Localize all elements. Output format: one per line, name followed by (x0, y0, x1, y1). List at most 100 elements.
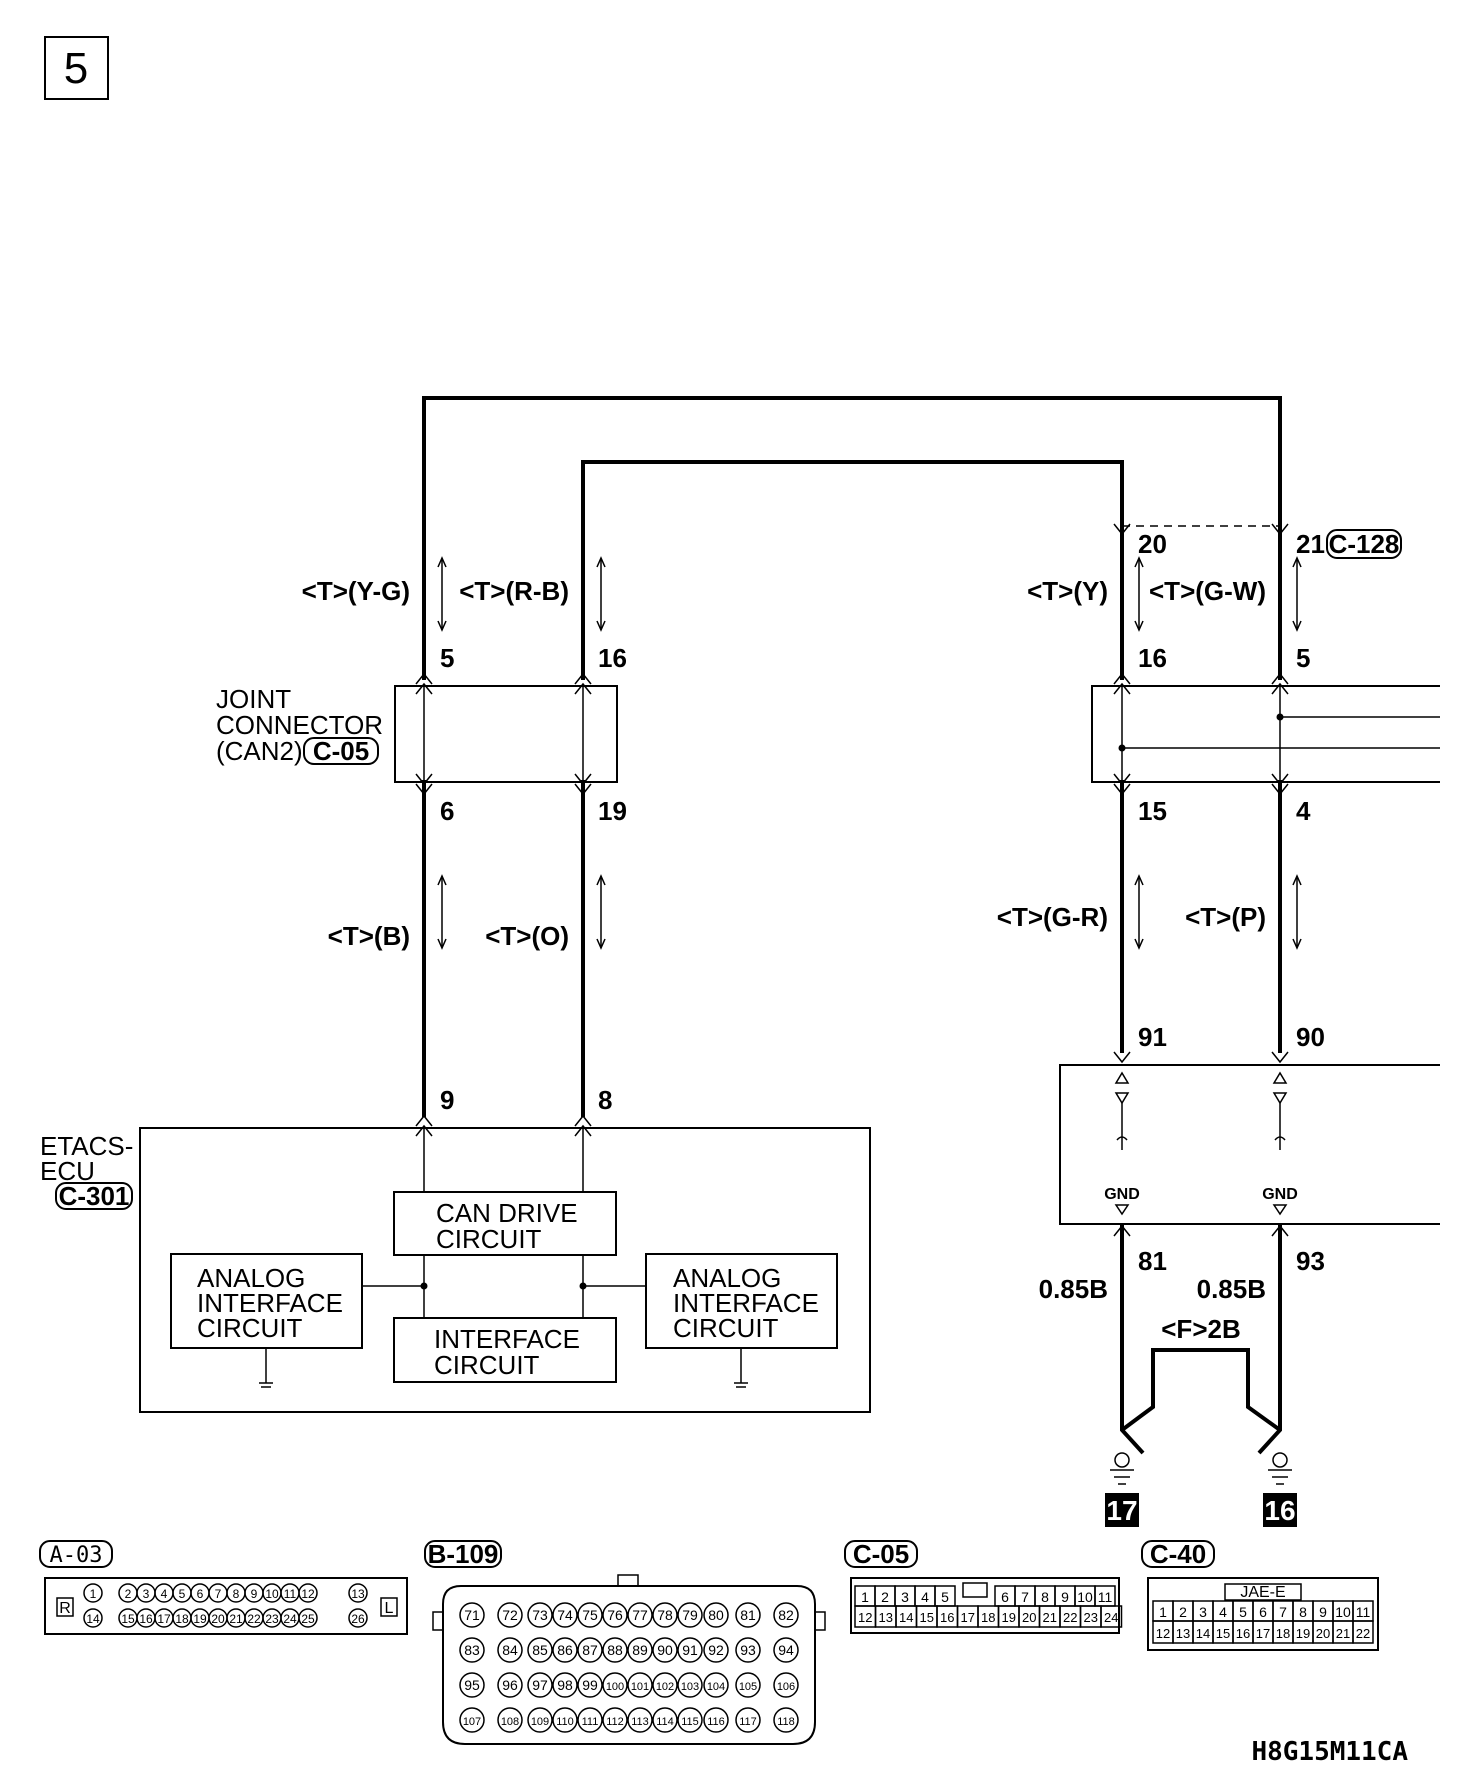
right-control-unit: GND GND (1059, 1051, 1440, 1237)
a03-pin: 4 (161, 1587, 168, 1601)
c05-pin: 22 (1063, 1610, 1077, 1625)
c40-pin: 13 (1176, 1626, 1190, 1641)
a03-pin: 16 (139, 1612, 153, 1626)
pin-r-4: 4 (1296, 796, 1311, 826)
b109-pin: 89 (632, 1642, 648, 1658)
c40-pin: 7 (1279, 1604, 1287, 1620)
b109-pin: 80 (708, 1607, 724, 1623)
analog-left-label-3: CIRCUIT (197, 1313, 303, 1343)
b109-pin: 97 (532, 1677, 548, 1693)
b109-pin: 94 (778, 1642, 794, 1658)
signal-arrows (437, 523, 1302, 950)
connector-view-c05-label: C-05 (853, 1539, 909, 1569)
b109-pin: 106 (777, 1681, 795, 1693)
a03-right-mark: L (385, 1600, 394, 1617)
pin-r-5: 5 (1296, 643, 1310, 673)
b109-pin: 117 (739, 1716, 757, 1728)
c05-pin: 19 (1002, 1610, 1016, 1625)
c40-pin: 18 (1276, 1626, 1290, 1641)
c40-pin: 4 (1219, 1604, 1227, 1620)
a03-pin: 23 (265, 1612, 279, 1626)
a03-pin: 13 (351, 1587, 365, 1601)
wire-harness (422, 396, 1282, 1455)
wire-label-g-r: <T>(G-R) (997, 902, 1108, 932)
gnd-label-left: GND (1104, 1186, 1140, 1203)
c05-pin: 7 (1021, 1589, 1029, 1605)
analog-left-label-2: INTERFACE (197, 1288, 343, 1318)
b109-pin: 93 (740, 1642, 756, 1658)
c40-pin: 1 (1159, 1604, 1167, 1620)
c40-pin: 10 (1335, 1604, 1351, 1620)
b109-pin: 77 (632, 1607, 648, 1623)
b109-pin: 105 (739, 1681, 757, 1693)
pin-r-15: 15 (1138, 796, 1167, 826)
a03-pin: 19 (193, 1612, 207, 1626)
c05-pin: 4 (921, 1589, 929, 1605)
a03-pin: 20 (211, 1612, 225, 1626)
wire-label-y: <T>(Y) (1027, 576, 1108, 606)
b109-pin: 114 (656, 1716, 674, 1728)
a03-pin: 24 (283, 1612, 297, 1626)
b109-pin: 99 (582, 1677, 598, 1693)
c40-pin: 15 (1216, 1626, 1230, 1641)
wire-size-right: 0.85B (1197, 1274, 1266, 1304)
c05-pin: 5 (941, 1589, 949, 1605)
c40-pin: 21 (1336, 1626, 1350, 1641)
c05-pin: 18 (981, 1610, 995, 1625)
b109-pin: 112 (606, 1716, 624, 1728)
interface-label-1: INTERFACE (434, 1324, 580, 1354)
c40-pin: 12 (1156, 1626, 1170, 1641)
a03-pin: 25 (301, 1612, 315, 1626)
a03-pin: 1 (90, 1587, 97, 1601)
b109-pin: 86 (557, 1642, 573, 1658)
a03-pin: 9 (251, 1587, 258, 1601)
b109-pin: 107 (463, 1716, 481, 1728)
b109-pin: 76 (607, 1607, 623, 1623)
pin-r-91: 91 (1138, 1022, 1167, 1052)
wire-label-g-w: <T>(G-W) (1149, 576, 1266, 606)
b109-pin: 73 (532, 1607, 548, 1623)
c40-pin: 16 (1236, 1626, 1250, 1641)
a03-pin: 11 (284, 1587, 297, 1601)
b109-pin: 108 (501, 1716, 519, 1728)
b109-pin: 81 (740, 1607, 756, 1623)
c05-pin: 12 (858, 1610, 872, 1625)
b109-pin: 115 (681, 1716, 699, 1728)
ground-symbol-left: 17 (1105, 1452, 1139, 1527)
ground-point-16: 16 (1264, 1495, 1295, 1526)
a03-pin: 5 (179, 1587, 186, 1601)
analog-left-label-1: ANALOG (197, 1263, 305, 1293)
can-drive-label-2: CIRCUIT (436, 1224, 542, 1254)
b109-pin: 109 (531, 1716, 549, 1728)
wire-label-r-b: <T>(R-B) (459, 576, 569, 606)
connector-tag-c128: C-128 (1326, 529, 1402, 559)
c05-pin: 16 (940, 1610, 954, 1625)
b109-pin: 88 (607, 1642, 623, 1658)
svg-text:C-301: C-301 (59, 1181, 130, 1211)
a03-pin: 3 (143, 1587, 150, 1601)
c40-pin: 17 (1256, 1626, 1270, 1641)
c40-pin: 3 (1199, 1604, 1207, 1620)
connector-view-b109-label: B-109 (428, 1539, 499, 1569)
a03-pin: 6 (197, 1587, 204, 1601)
pin-c128-20: 20 (1138, 529, 1167, 559)
c05-pin: 15 (920, 1610, 934, 1625)
c40-pin: 11 (1356, 1604, 1371, 1620)
b109-pin: 100 (606, 1681, 624, 1693)
ground-symbol-right: 16 (1263, 1452, 1297, 1527)
connector-tag-c05: C-05 (303, 736, 379, 766)
pin-r-93: 93 (1296, 1246, 1325, 1276)
right-joint-connector (1091, 672, 1440, 796)
interface-label-2: CIRCUIT (434, 1350, 540, 1380)
can-drive-label-1: CAN DRIVE (436, 1198, 578, 1228)
pin-ecu-8: 8 (598, 1085, 612, 1115)
pin-jc-16: 16 (598, 643, 627, 673)
svg-text:C-05: C-05 (313, 736, 369, 766)
wire-label-o: <T>(O) (485, 921, 569, 951)
c40-header: JAE-E (1240, 1584, 1285, 1601)
c05-pin: 24 (1104, 1610, 1118, 1625)
a03-pin: 15 (121, 1612, 135, 1626)
c05-pin: 21 (1043, 1610, 1057, 1625)
b109-pin: 104 (707, 1681, 725, 1693)
